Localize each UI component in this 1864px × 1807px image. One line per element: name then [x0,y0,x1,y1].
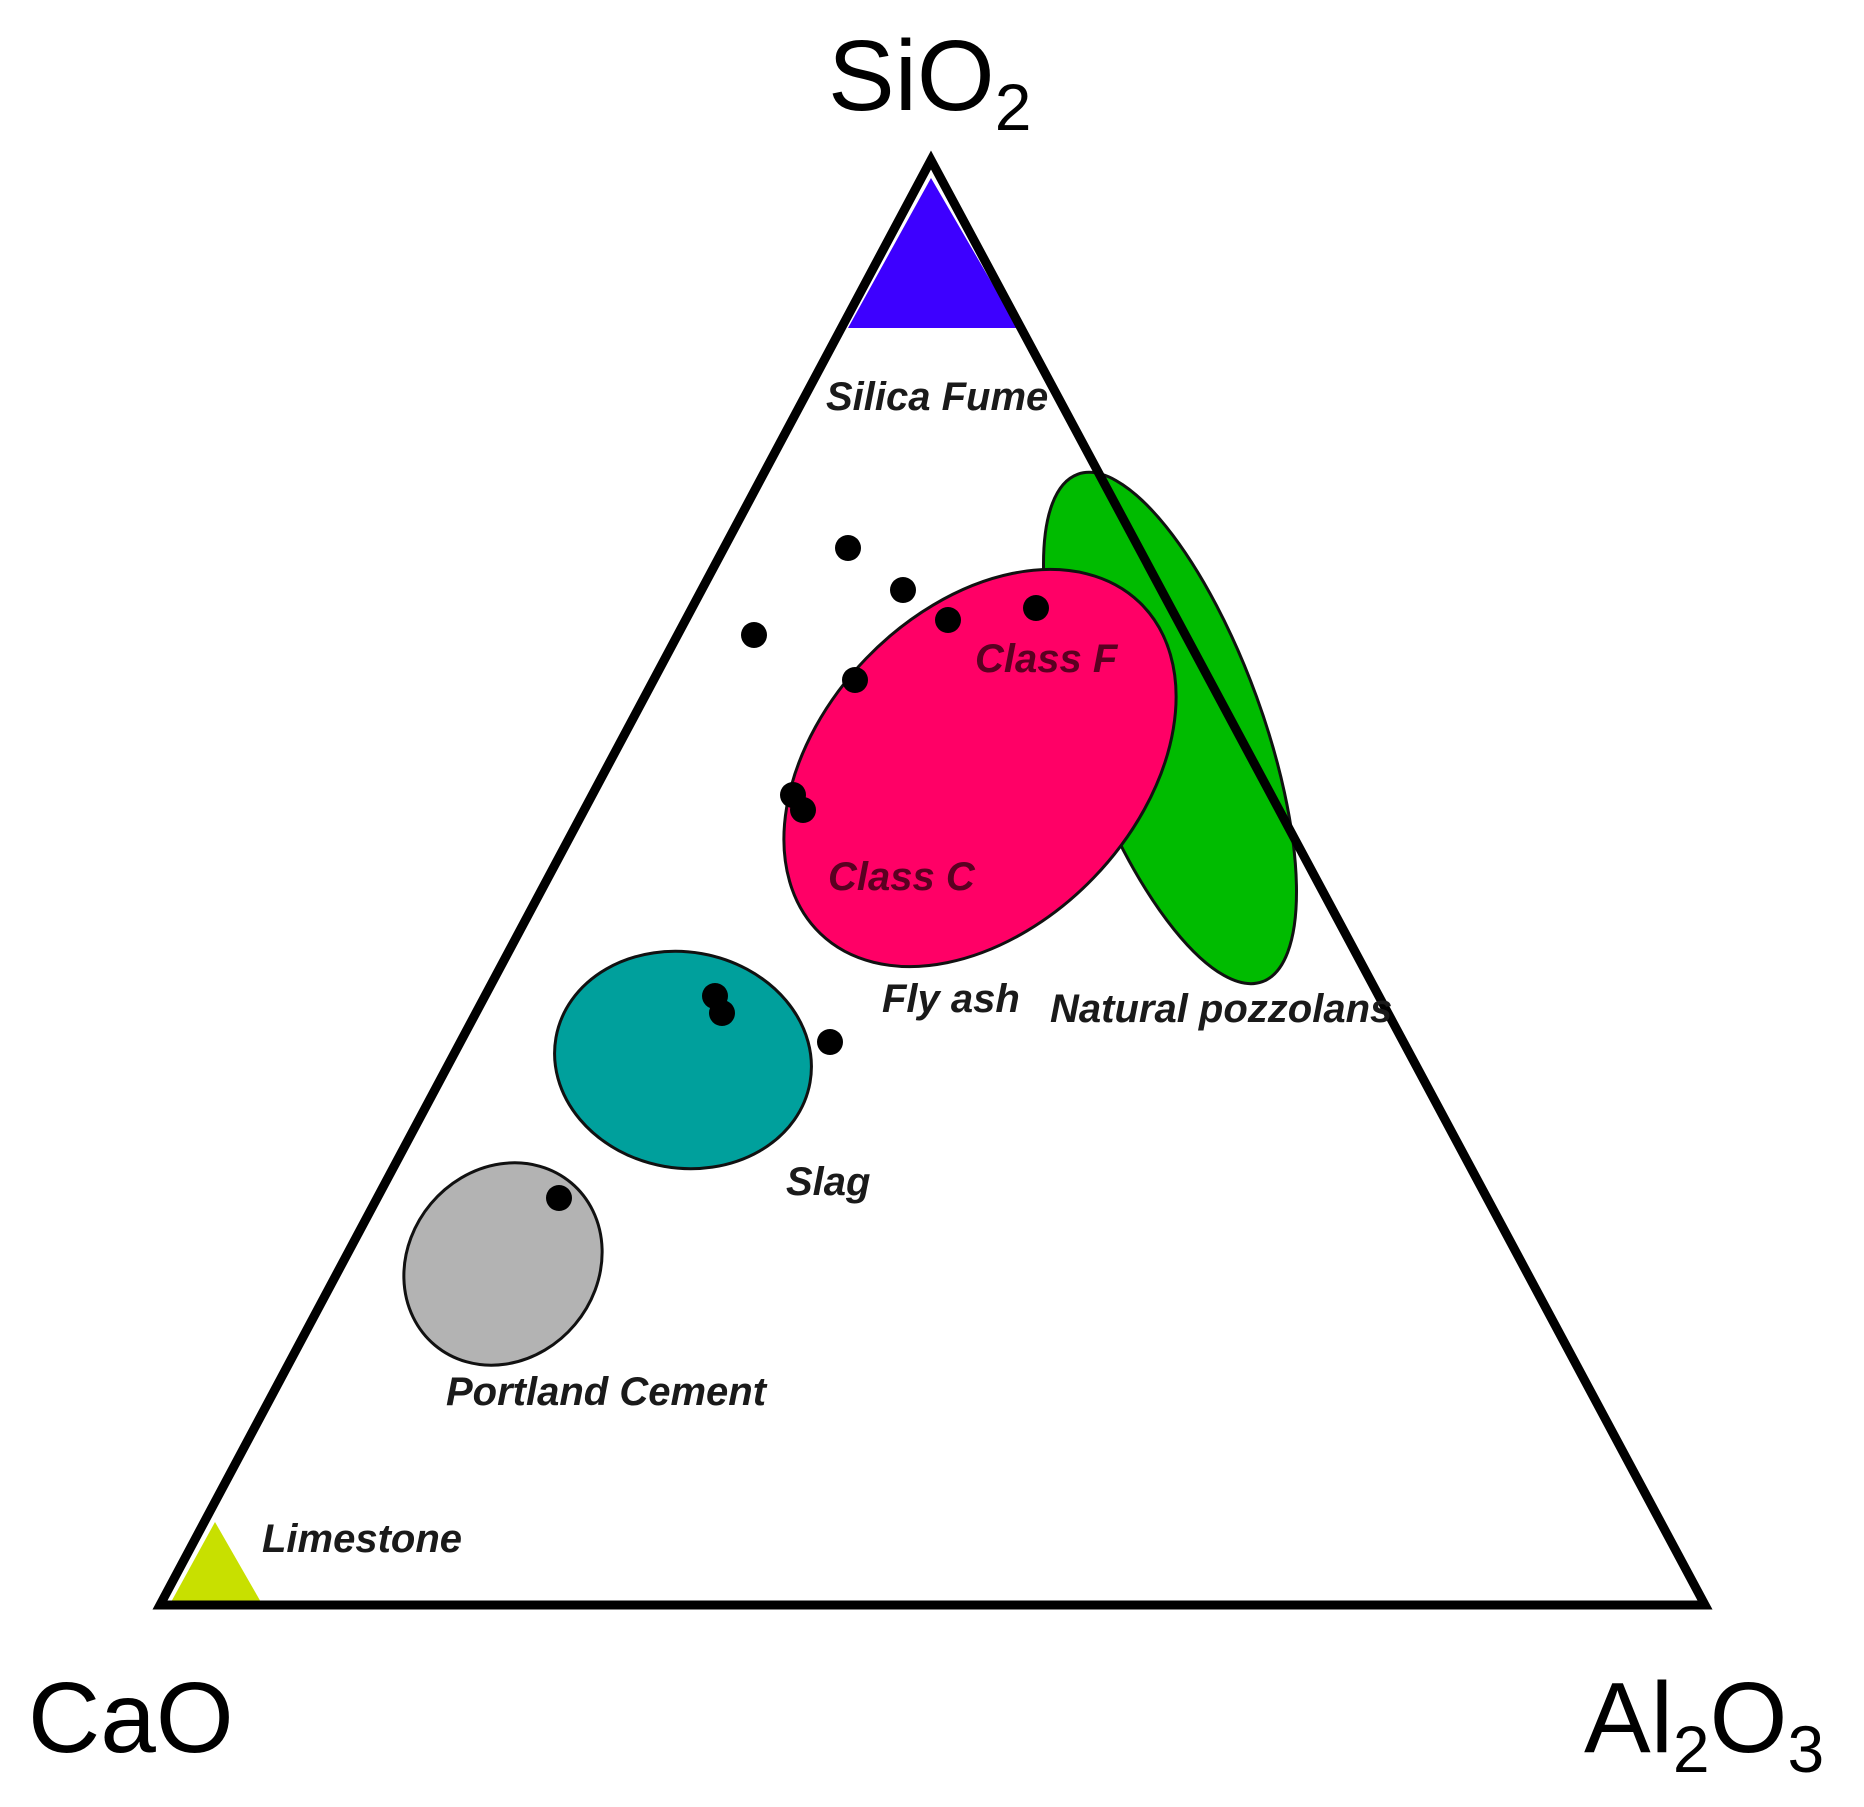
sample-point [1023,595,1049,621]
sample-point [935,607,961,633]
label-fly-ash: Fly ash [882,977,1020,1021]
sample-point [546,1185,572,1211]
label-natural-pozzolans: Natural pozzolans [1050,987,1392,1031]
sample-point [790,797,816,823]
label-portland-cement: Portland Cement [446,1370,768,1414]
sample-point [741,622,767,648]
portland-cement-region [402,1161,604,1367]
label-silica-fume: Silica Fume [826,375,1048,419]
sample-point [709,1000,735,1026]
vertex-label-al2o3: Al2O3 [1584,1662,1824,1786]
slag-region [553,949,813,1171]
sample-point [817,1029,843,1055]
sample-points [546,535,1049,1211]
label-limestone: Limestone [262,1517,462,1561]
sample-point [835,535,861,561]
label-slag: Slag [786,1160,870,1204]
sample-point [890,577,916,603]
ternary-frame [152,150,1713,1610]
vertex-label-sio2: SiO2 [828,20,1031,144]
label-class-f: Class F [975,637,1119,681]
vertex-label-cao: CaO [28,1662,234,1774]
label-class-c: Class C [828,855,976,899]
limestone-region [170,1522,262,1604]
fly-ash-region [782,567,1178,969]
silica-fume-region [848,178,1018,328]
sample-point [842,667,868,693]
